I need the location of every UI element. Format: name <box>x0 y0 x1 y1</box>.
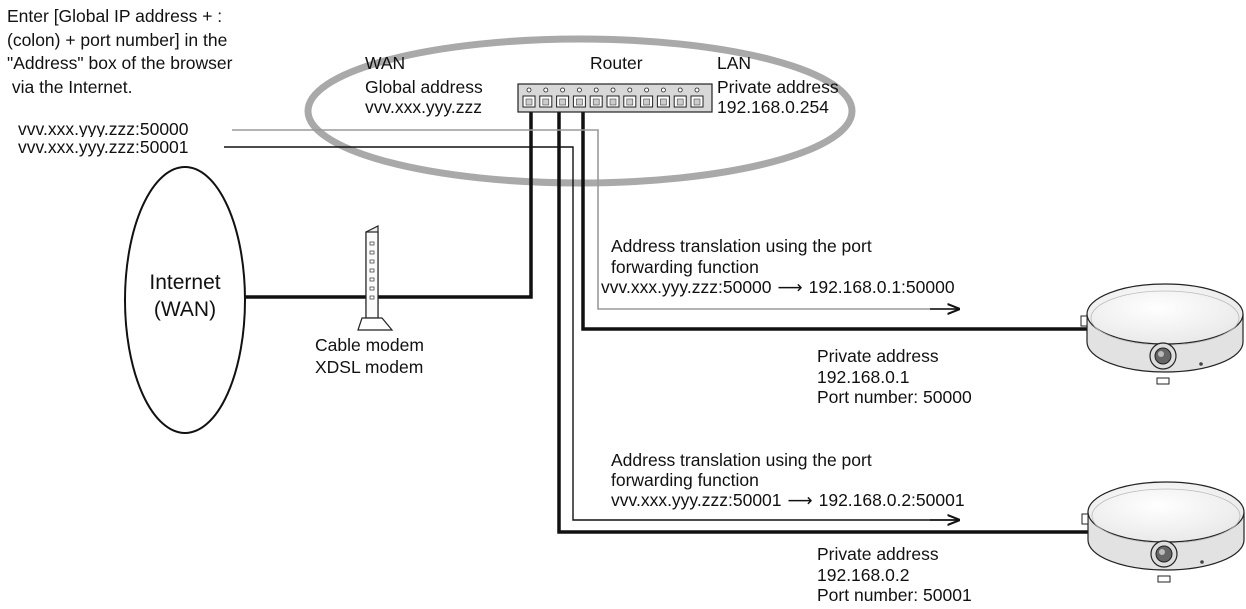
router-port-led <box>644 87 649 93</box>
camera-1-address: 192.168.0.1 <box>817 367 910 387</box>
translation-2-from: vvv.xxx.yyy.zzz:50001 <box>611 490 782 510</box>
translation-1-line-1: Address translation using the port <box>611 236 872 256</box>
network-camera-2 <box>1081 481 1245 583</box>
router-port-socket <box>592 98 600 106</box>
modem-led <box>369 241 375 246</box>
browser-address-50001: vvv.xxx.yyy.zzz:50001 <box>18 137 189 158</box>
instruction-line-4: via the Internet. <box>7 77 133 97</box>
wan-address-label: Global address <box>365 77 483 97</box>
router-port-socket <box>626 98 634 106</box>
translation-1-from: vvv.xxx.yyy.zzz:50000 <box>601 277 772 297</box>
lan-cable-camera-1 <box>581 112 1088 331</box>
router-port-socket <box>525 98 533 106</box>
camera-2-address-label: Private address <box>817 544 939 564</box>
router-port-led <box>577 87 582 93</box>
router-port-socket <box>559 98 566 106</box>
router-label: Router <box>590 53 643 73</box>
network-camera-1 <box>1080 283 1244 385</box>
modem-led <box>369 268 375 273</box>
instruction-line-3: "Address" box of the browser <box>7 53 233 73</box>
camera-2-port: Port number: 50001 <box>817 585 972 605</box>
router-port-socket <box>576 98 583 106</box>
router-highlight-ellipse <box>304 35 856 187</box>
router-port-socket <box>609 98 617 106</box>
instruction-line-1: Enter [Global IP address + : <box>7 6 223 26</box>
wan-cable <box>245 112 533 299</box>
router-port-led <box>661 87 666 93</box>
router-port-socket <box>542 98 550 106</box>
camera-1-port: Port number: 50000 <box>817 387 972 407</box>
lan-address: 192.168.0.254 <box>717 97 829 117</box>
access-path-50000 <box>232 129 958 310</box>
wan-address: vvv.xxx.yyy.zzz <box>365 97 482 117</box>
translation-2-line-2: forwarding function <box>611 470 759 490</box>
modem-led <box>369 286 375 291</box>
router-port-led <box>526 87 532 93</box>
modem-led <box>369 277 375 282</box>
router-port-socket <box>676 98 684 106</box>
router-port-led <box>543 87 549 93</box>
arrow-right-icon: ⟶ <box>777 277 803 297</box>
internet-wan-label: (WAN) <box>153 298 217 321</box>
wan-label: WAN <box>365 53 406 73</box>
xdsl-modem-label: XDSL modem <box>315 357 424 377</box>
translation-2-line-1: Address translation using the port <box>611 450 872 470</box>
modem-led <box>369 250 375 255</box>
router-port-led <box>610 87 616 93</box>
router-port-led <box>593 87 599 93</box>
access-path-50001 <box>224 146 958 521</box>
browser-address-50000: vvv.xxx.yyy.zzz:50000 <box>18 119 189 140</box>
arrow-right-icon: ⟶ <box>787 490 813 510</box>
camera-1-address-label: Private address <box>817 346 939 366</box>
router-port-socket <box>693 98 701 106</box>
router-device <box>517 83 713 113</box>
cable-modem-label: Cable modem <box>315 335 424 355</box>
lan-label: LAN <box>717 53 752 73</box>
modem-led <box>369 259 375 264</box>
router-port-socket <box>643 98 650 106</box>
router-port-led <box>677 87 683 93</box>
lan-address-label: Private address <box>717 77 839 97</box>
router-port-led <box>627 87 633 93</box>
instruction-line-2: (colon) + port number] in the <box>7 30 228 50</box>
modem-led <box>369 295 375 300</box>
translation-1-line-2: forwarding function <box>611 257 759 277</box>
translation-1-to: 192.168.0.1:50000 <box>808 277 955 297</box>
modem-device <box>357 225 394 331</box>
router-port-socket <box>660 98 667 106</box>
internet-cloud <box>124 166 246 434</box>
translation-2-to: 192.168.0.2:50001 <box>818 490 965 510</box>
translation-1-mapping: vvv.xxx.yyy.zzz:50000⟶192.168.0.1:50000 <box>601 277 955 298</box>
translation-2-mapping: vvv.xxx.yyy.zzz:50001⟶192.168.0.2:50001 <box>611 490 965 511</box>
internet-label: Internet <box>149 271 221 294</box>
router-port-led <box>560 87 565 93</box>
camera-2-address: 192.168.0.2 <box>817 565 910 585</box>
lan-cable-camera-2 <box>557 112 1090 534</box>
router-port-led <box>694 87 700 93</box>
